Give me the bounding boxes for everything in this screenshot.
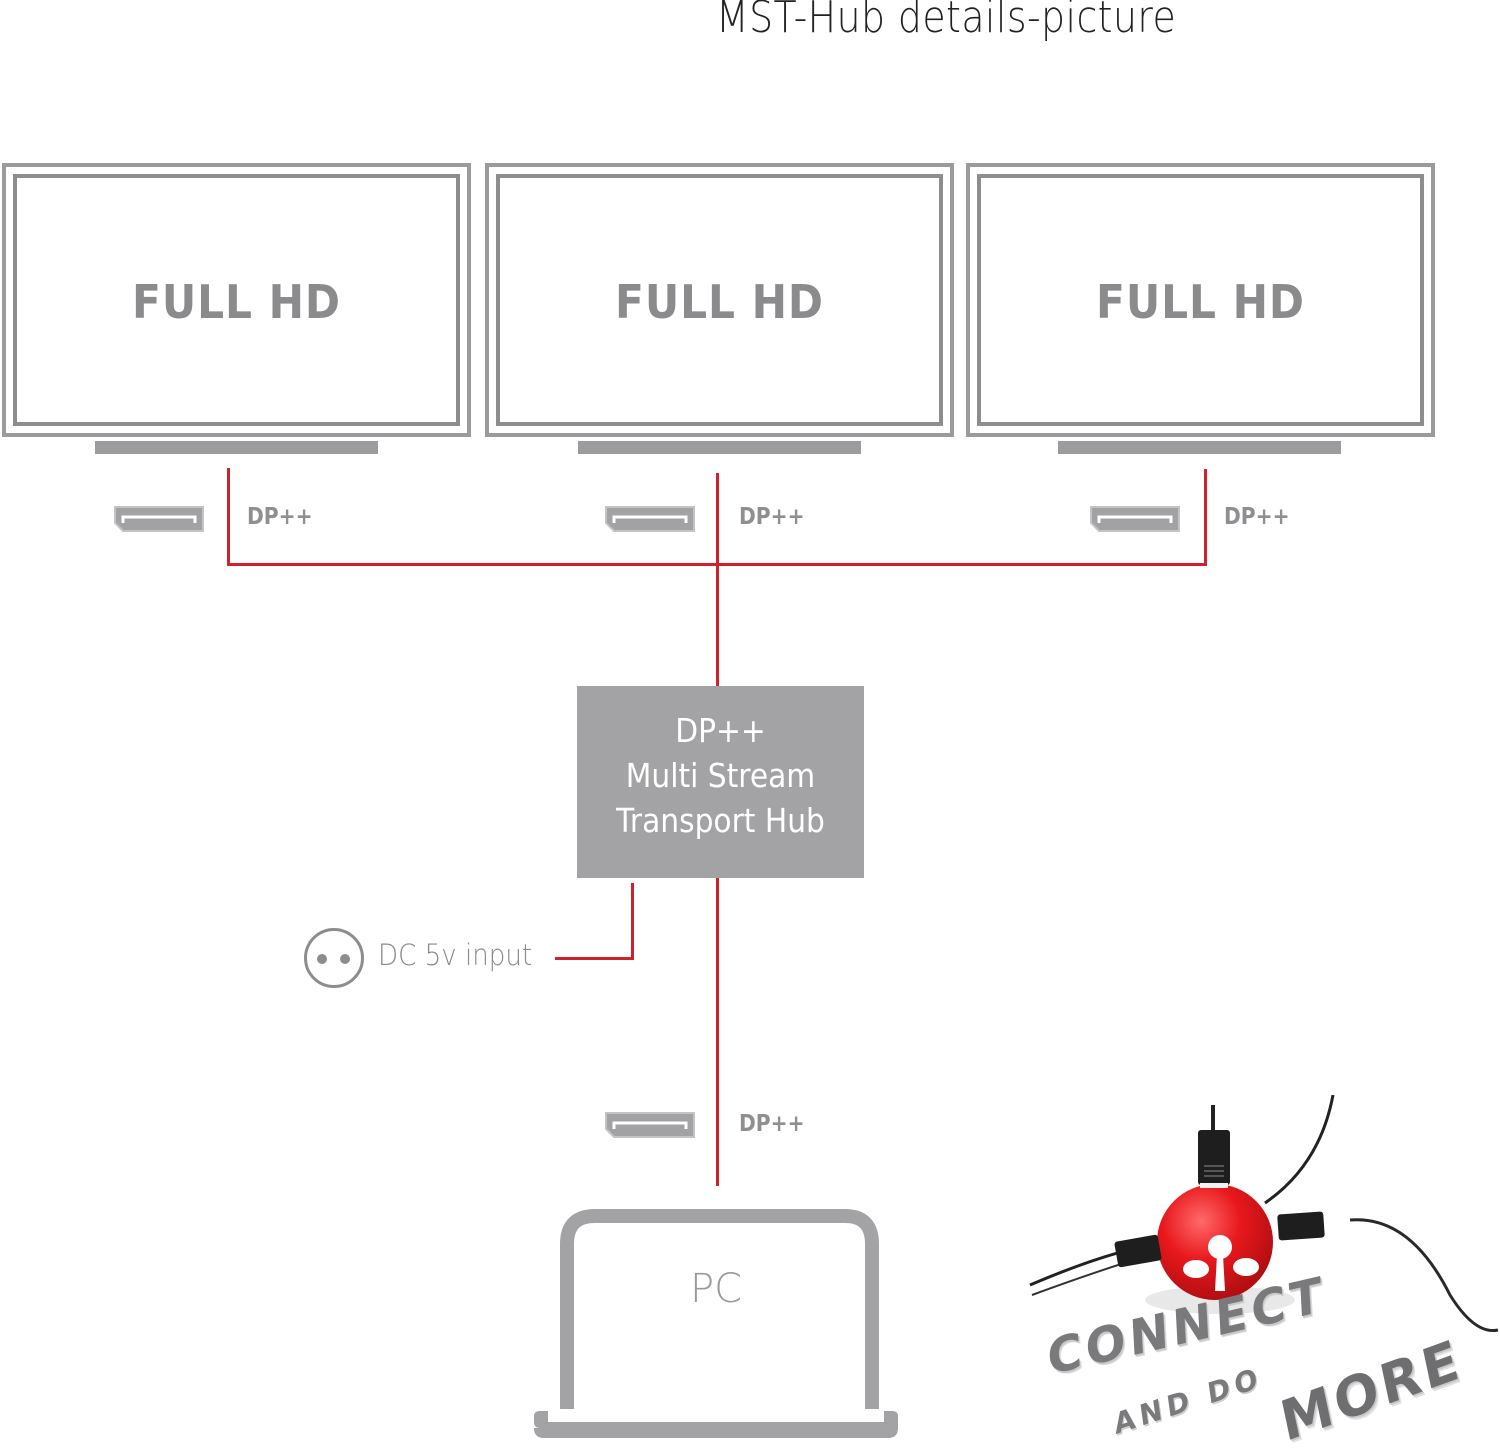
monitor-resolution-label: FULL HD [615, 275, 824, 329]
dp-port-label: DP++ [739, 504, 805, 530]
usb-hub-ball-logo-icon [1029, 1095, 1499, 1333]
dp-port-label: DP++ [247, 504, 313, 530]
logo-text-and-do: AND DO [1112, 1360, 1265, 1442]
monitor-bezel [485, 163, 954, 437]
connection-line-power-vertical [631, 883, 634, 960]
connection-line-monitor-2 [716, 473, 719, 686]
connection-line-pc [716, 878, 719, 1186]
hub-label-line-3: Transport Hub [616, 801, 825, 840]
monitor-screen [13, 174, 460, 426]
monitor-resolution-label: FULL HD [132, 275, 341, 329]
monitor-2-stand [578, 441, 861, 454]
monitor-3: FULL HD [966, 163, 1435, 437]
monitor-3-stand [1058, 441, 1341, 454]
displayport-icon [605, 1112, 695, 1138]
hub-label-line-2: Multi Stream [625, 756, 816, 795]
monitor-bezel [2, 163, 471, 437]
displayport-icon [605, 506, 695, 532]
displayport-icon [1090, 506, 1180, 532]
page-title: MST-Hub details-picture [716, 0, 1177, 43]
dp-port-label: DP++ [1224, 504, 1290, 530]
hub-label-line-1: DP++ [675, 711, 766, 750]
monitor-screen [977, 174, 1424, 426]
laptop-icon [534, 1209, 898, 1438]
monitor-screen [496, 174, 943, 426]
power-socket-icon [304, 928, 364, 988]
connection-line-monitor-1 [227, 468, 230, 566]
monitor-2: FULL HD [485, 163, 954, 437]
connection-line-monitor-3 [1204, 469, 1207, 566]
connection-bus-line [227, 563, 1207, 566]
displayport-icon [114, 506, 204, 532]
monitor-1-stand [95, 441, 378, 454]
mst-hub-box: DP++ Multi Stream Transport Hub [577, 686, 864, 878]
connection-line-power-horizontal [555, 957, 634, 960]
monitor-1: FULL HD [2, 163, 471, 437]
monitor-resolution-label: FULL HD [1096, 275, 1305, 329]
dp-port-label: DP++ [739, 1111, 805, 1137]
monitor-bezel [966, 163, 1435, 437]
dc-input-label: DC 5v input [378, 938, 533, 972]
logo-text-more: MORE [1275, 1326, 1467, 1454]
pc-label: PC [689, 1266, 743, 1312]
